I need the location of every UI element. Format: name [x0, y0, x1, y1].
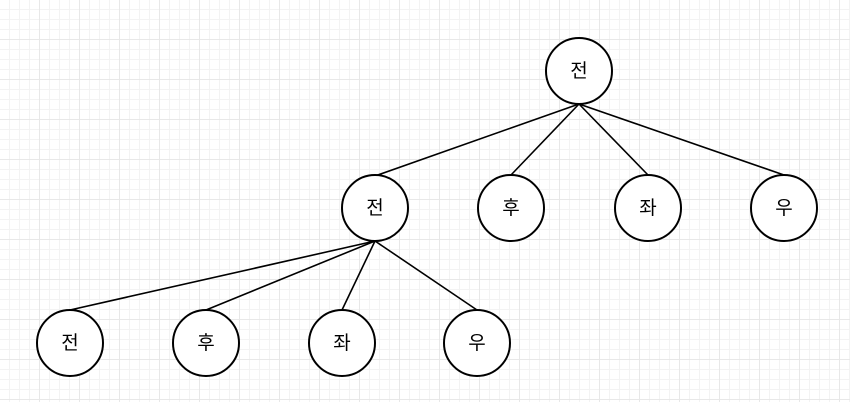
edge-child-1-to-grandchild-1 [69, 240, 376, 311]
tree-node-grandchild-1: 전 [36, 309, 104, 377]
edge-child-1-to-grandchild-3 [341, 240, 376, 311]
tree-node-child-4: 우 [750, 174, 818, 242]
tree-node-grandchild-4: 우 [443, 309, 511, 377]
node-label: 후 [502, 197, 519, 219]
node-label: 우 [775, 197, 792, 219]
node-label: 전 [366, 197, 383, 219]
tree-node-grandchild-2: 후 [172, 309, 240, 377]
tree-node-grandchild-3: 좌 [308, 309, 376, 377]
edge-root-to-child-3 [578, 103, 649, 176]
node-label: 전 [570, 60, 587, 82]
node-label: 전 [61, 332, 78, 354]
edge-root-to-child-4 [578, 103, 785, 176]
node-label: 후 [197, 332, 214, 354]
edge-root-to-child-1 [374, 103, 580, 177]
edge-child-1-to-grandchild-4 [374, 240, 478, 311]
edge-child-1-to-grandchild-2 [205, 240, 376, 311]
tree-node-child-2: 후 [477, 174, 545, 242]
node-label: 우 [468, 332, 485, 354]
node-label: 좌 [333, 332, 350, 354]
edge-root-to-child-2 [510, 103, 580, 176]
tree-node-child-1: 전 [341, 174, 409, 242]
tree-node-root: 전 [545, 37, 613, 105]
tree-node-child-3: 좌 [614, 174, 682, 242]
node-label: 좌 [639, 197, 656, 219]
